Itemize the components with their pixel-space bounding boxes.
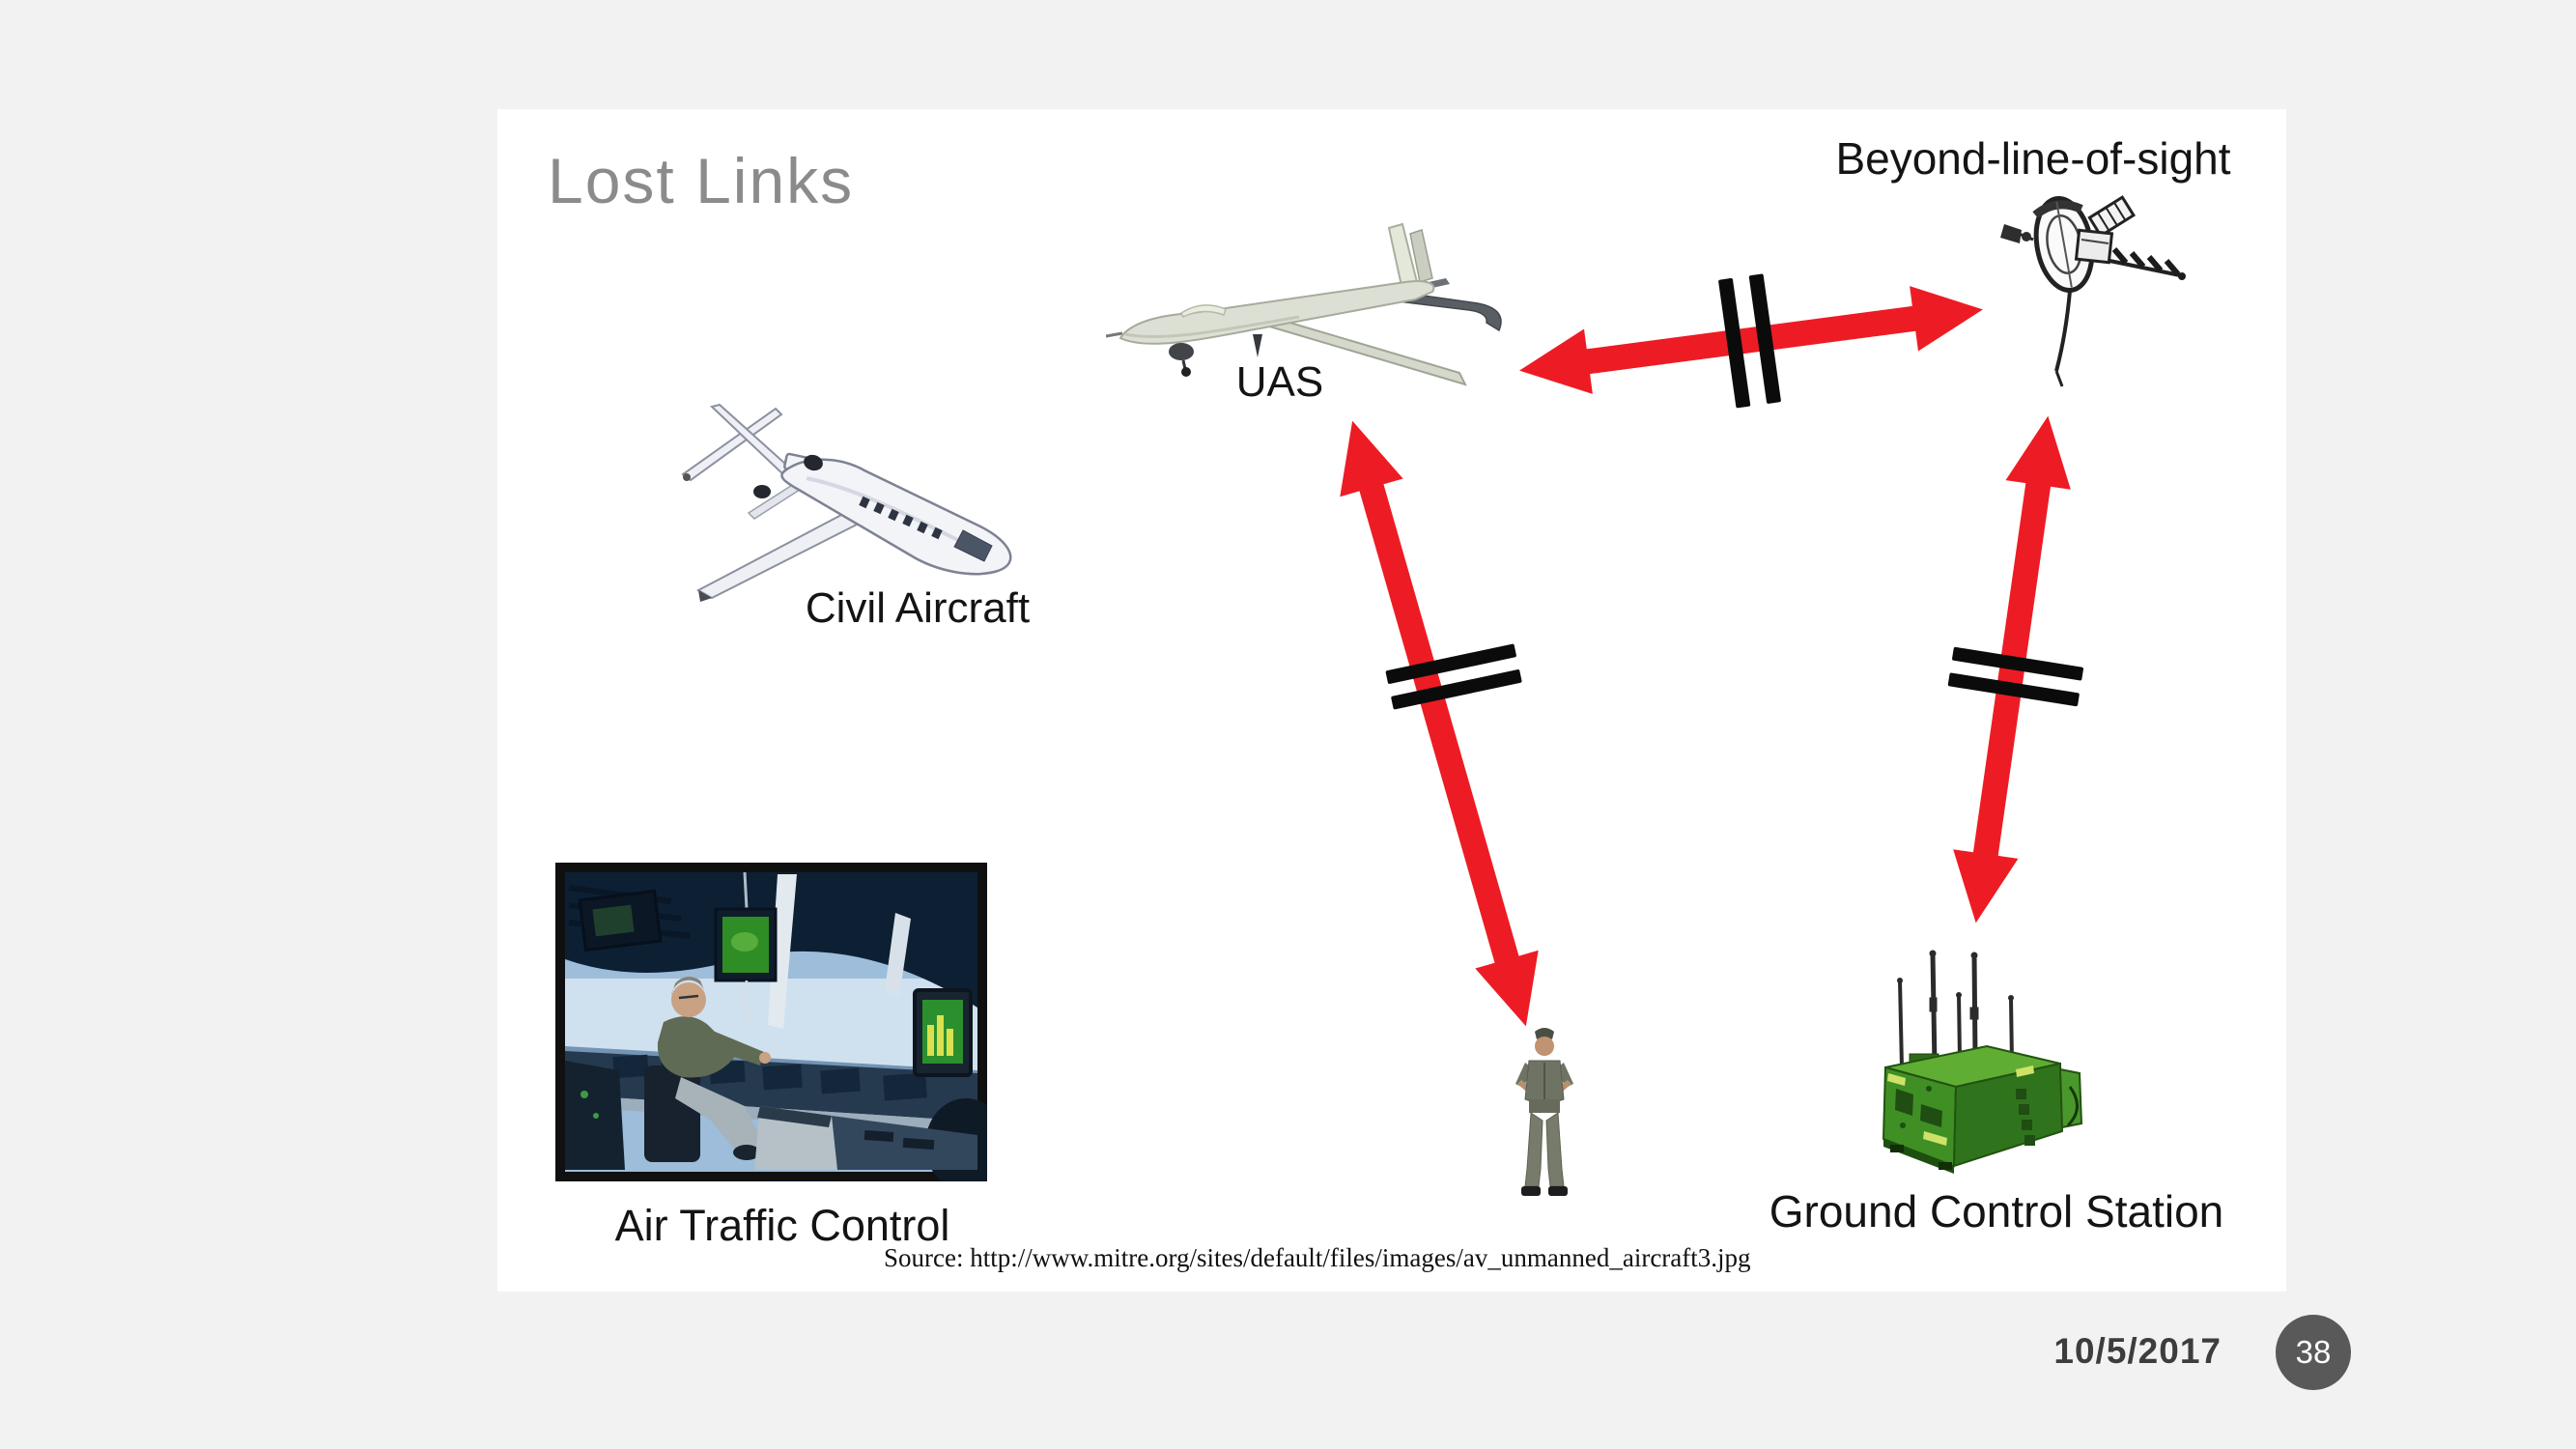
label-civil-aircraft: Civil Aircraft <box>805 584 1031 632</box>
label-ground-control-station: Ground Control Station <box>1769 1186 2224 1236</box>
atc-tower-photo <box>555 863 987 1181</box>
lost-link-arrow-uas-pilot <box>1316 411 1564 1037</box>
page-number-badge: 38 <box>2276 1315 2351 1390</box>
uas-drone-image <box>1106 211 1521 394</box>
lost-link-arrow-uas-satellite <box>1514 271 1988 409</box>
break-bar-icon <box>1748 273 1782 405</box>
label-uas: UAS <box>1235 358 1324 406</box>
pilot-figure-icon <box>1515 1028 1573 1196</box>
source-citation: Source: http://www.mitre.org/sites/defau… <box>884 1243 1751 1272</box>
ground-control-station-icon <box>1882 950 2083 1174</box>
satellite-image <box>1985 189 2236 392</box>
double-arrow-icon <box>1340 420 1539 1027</box>
uas-drone-icon <box>1106 222 1502 386</box>
ground-control-station-image <box>1871 942 2103 1174</box>
slide-date: 10/5/2017 <box>2053 1331 2222 1371</box>
label-air-traffic-control: Air Traffic Control <box>614 1201 950 1250</box>
label-beyond-line-of-sight: Beyond-line-of-sight <box>1835 133 2231 184</box>
break-bar-icon <box>1717 277 1751 409</box>
satellite-icon <box>2000 195 2186 387</box>
pilot-figure-image <box>1510 1024 1579 1203</box>
slide-title: Lost Links <box>548 145 855 216</box>
atc-tower-photo-icon <box>555 863 987 1181</box>
civil-aircraft-icon <box>681 403 1012 602</box>
slide: Lost Links Beyond-line-of-sight <box>497 109 2286 1292</box>
civil-aircraft-image <box>662 389 1087 616</box>
double-arrow-icon <box>1519 286 1983 394</box>
link-break-symbol-uas-satellite <box>1709 272 1790 410</box>
page-number: 38 <box>2295 1334 2332 1370</box>
